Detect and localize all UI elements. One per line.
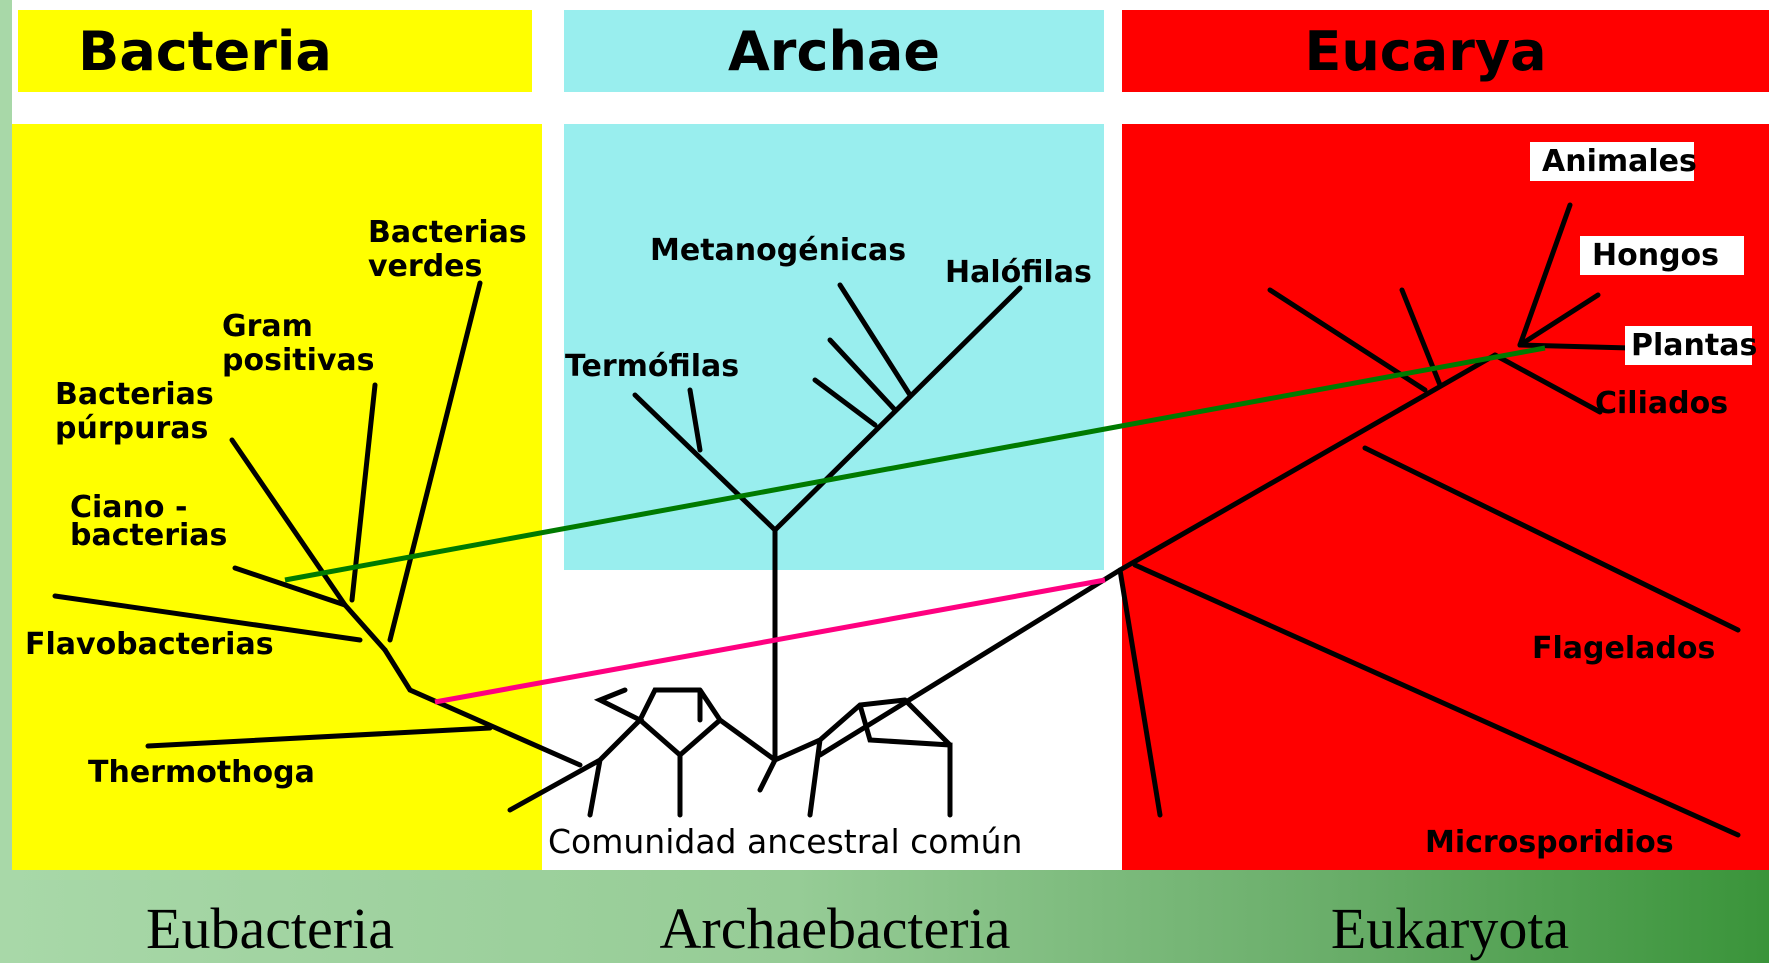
label-ciliados: Ciliados xyxy=(1595,387,1728,421)
footer-eubacteria: Eubacteria xyxy=(60,895,480,962)
root-network xyxy=(510,690,950,815)
eucarya-hongos xyxy=(1520,295,1598,345)
label-comunidad-ancestral: Comunidad ancestral común xyxy=(548,822,1022,861)
label-metanogenicas: Metanogénicas xyxy=(650,234,906,268)
label-bacterias-verdes-2: verdes xyxy=(368,250,527,284)
label-ciano-2: bacterias xyxy=(70,522,227,550)
eucarya-trunk xyxy=(820,355,1495,755)
footer-eukaryota: Eukaryota xyxy=(1240,895,1660,962)
eucarya-extra xyxy=(1120,570,1160,815)
label-thermothoga: Thermothoga xyxy=(88,756,315,790)
label-hongos: Hongos xyxy=(1580,236,1744,275)
eucarya-flagelados xyxy=(1365,448,1738,630)
archae-meta-1 xyxy=(840,285,910,395)
label-gram-2: positivas xyxy=(222,344,375,378)
bacteria-trunk xyxy=(385,650,580,765)
label-flagelados: Flagelados xyxy=(1532,632,1715,666)
label-bacterias-verdes-1: Bacterias xyxy=(368,216,527,250)
label-animales: Animales xyxy=(1530,142,1694,181)
label-flavobacterias: Flavobacterias xyxy=(25,628,274,662)
archae-termo-small xyxy=(690,390,700,450)
label-gram-1: Gram xyxy=(222,310,375,344)
label-cianobacterias: Ciano -bacterias xyxy=(70,494,227,550)
label-termofilas: Termófilas xyxy=(565,350,739,384)
branch-purpuras xyxy=(232,440,385,650)
label-plantas: Plantas xyxy=(1625,326,1752,365)
label-halofilas: Halófilas xyxy=(945,256,1092,290)
label-purpuras-2: púrpuras xyxy=(55,412,214,446)
footer-archaebacteria: Archaebacteria xyxy=(600,895,1070,962)
eucarya-animales xyxy=(1520,205,1570,345)
green-link xyxy=(285,348,1545,580)
branch-verdes xyxy=(390,283,480,640)
label-microsporidios: Microsporidios xyxy=(1425,826,1674,860)
branch-thermothoga xyxy=(148,728,490,746)
archae-right xyxy=(775,288,1020,530)
eucarya-microsporidios xyxy=(1135,565,1738,835)
archae-meta-3 xyxy=(815,380,875,425)
label-purpuras-1: Bacterias xyxy=(55,378,214,412)
eucarya-ciliados xyxy=(1495,355,1600,412)
